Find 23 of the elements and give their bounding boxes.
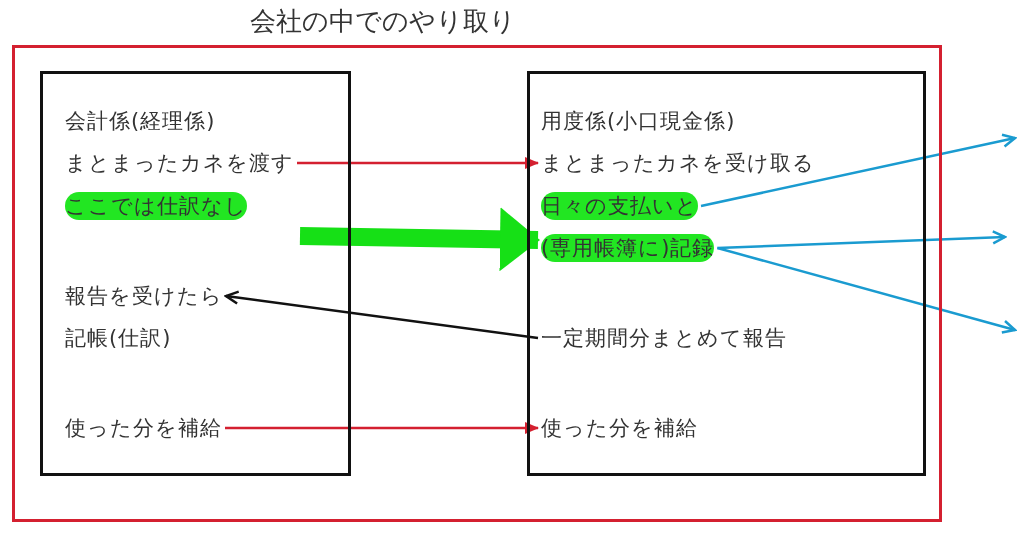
highlighted-text: (専用帳簿に)記録 bbox=[541, 234, 715, 262]
arrow bbox=[717, 230, 1007, 250]
arrow bbox=[225, 422, 539, 434]
department-box bbox=[40, 71, 351, 476]
note-text: 報告を受けたら bbox=[65, 282, 223, 310]
arrow bbox=[700, 133, 1017, 208]
thick-arrow bbox=[299, 207, 540, 272]
arrow bbox=[297, 157, 539, 169]
title-text: 会社の中でのやり取り bbox=[250, 5, 516, 38]
arrow bbox=[224, 290, 539, 340]
box-heading: 用度係(小口現金係) bbox=[541, 108, 736, 135]
arrow bbox=[717, 246, 1017, 334]
note-text: 使った分を補給 bbox=[65, 414, 222, 442]
highlighted-text: 日々の支払いと bbox=[541, 192, 698, 220]
highlighted-text: ここでは仕訳なし bbox=[65, 192, 247, 220]
frame-box bbox=[12, 45, 942, 522]
note-text: まとまったカネを受け取る bbox=[541, 149, 815, 177]
note-text: 使った分を補給 bbox=[541, 414, 698, 442]
note-text: 記帳(仕訳) bbox=[65, 324, 172, 352]
note-text: まとまったカネを渡す bbox=[65, 149, 294, 177]
note-text: 一定期間分まとめて報告 bbox=[541, 324, 787, 352]
department-box bbox=[527, 71, 926, 476]
box-heading: 会計係(経理係) bbox=[65, 108, 216, 135]
